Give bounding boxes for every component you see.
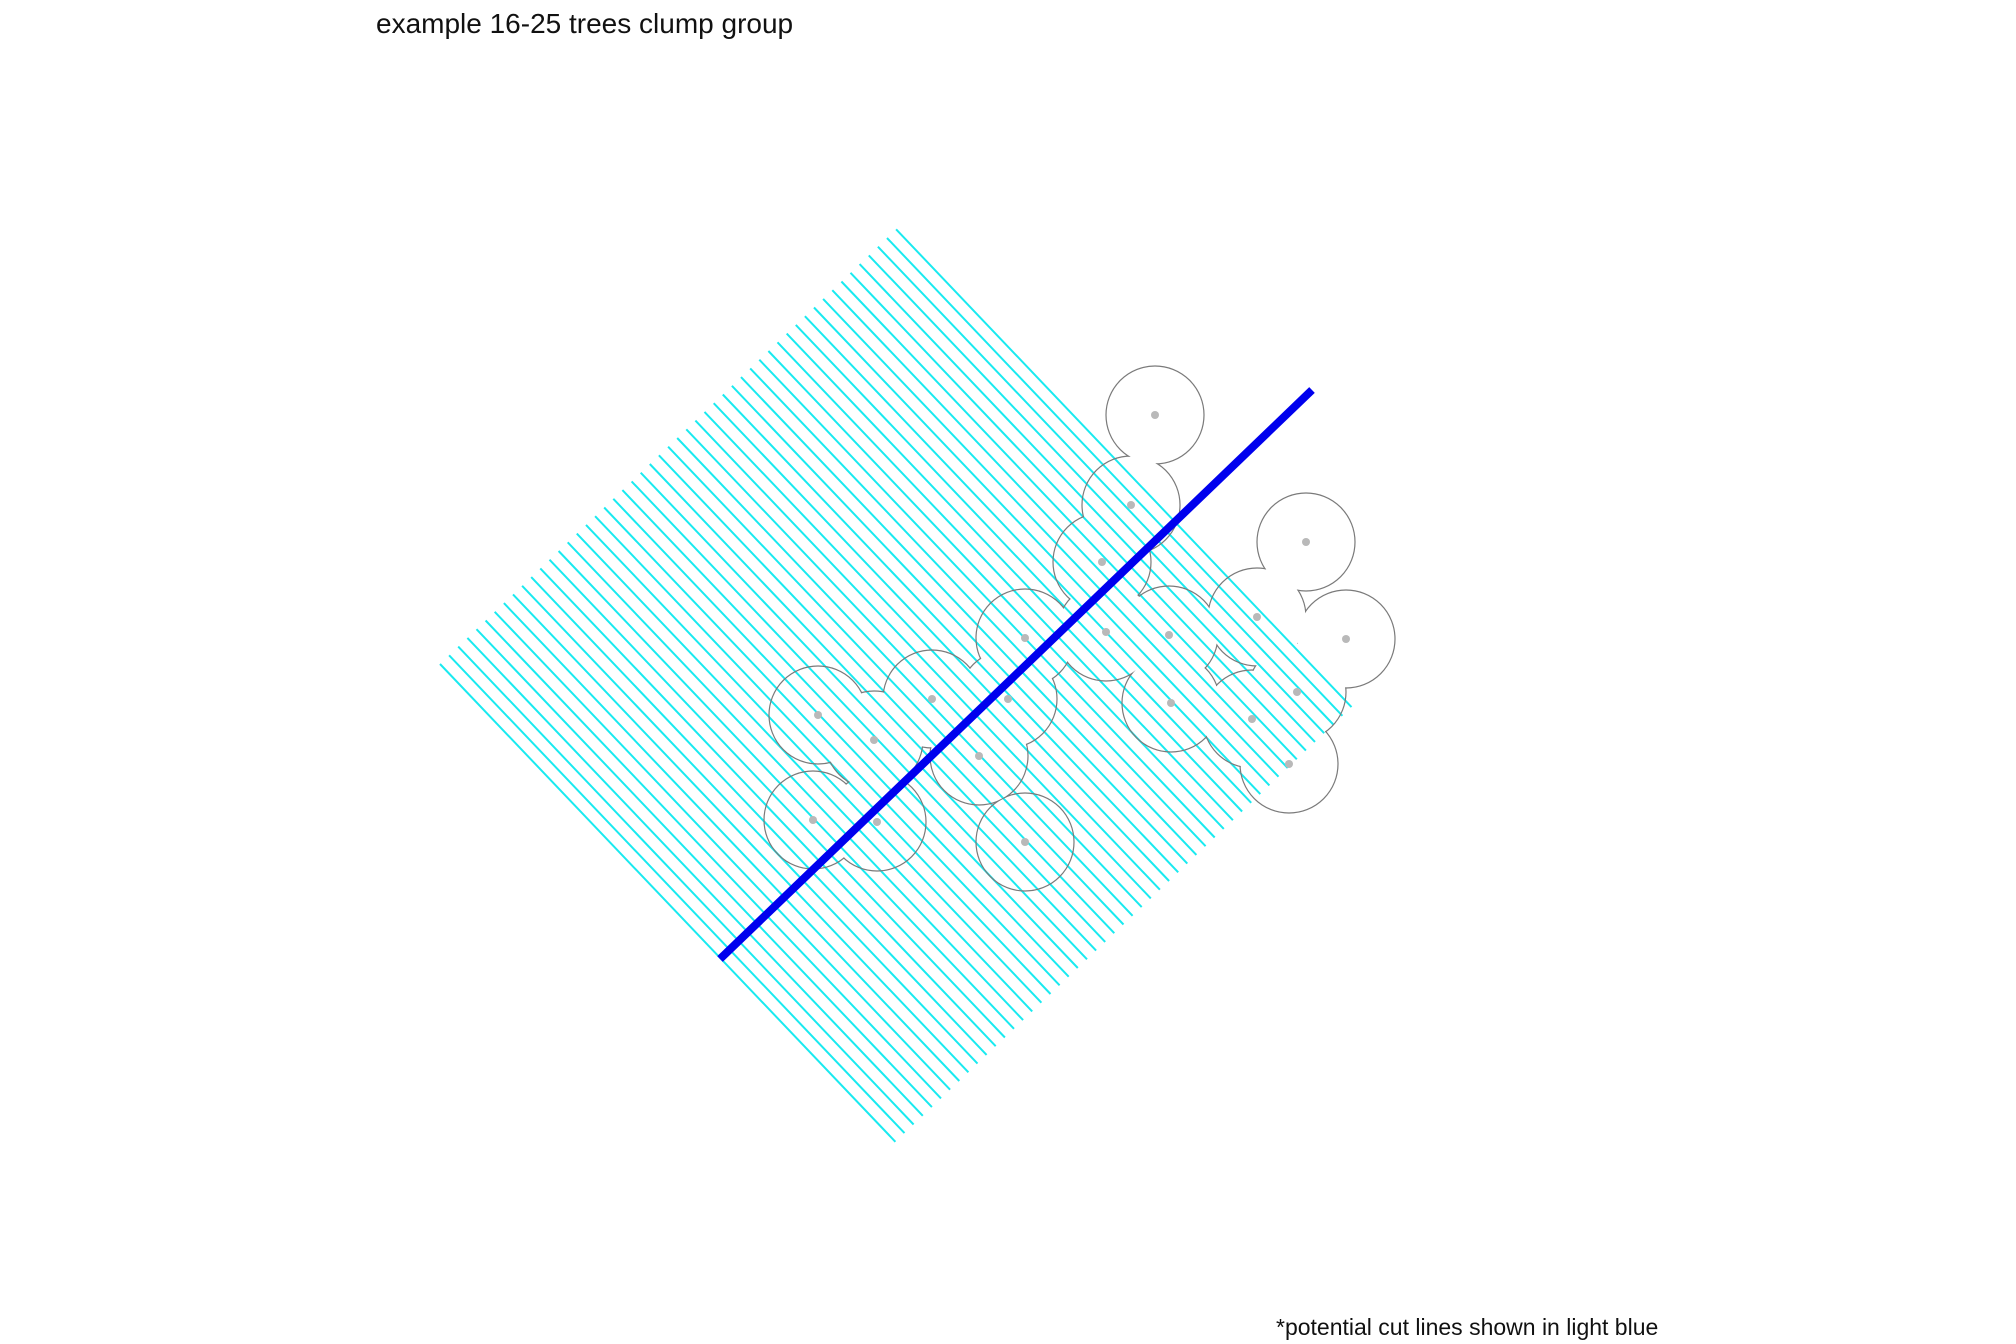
cut-line	[740, 376, 1198, 856]
diagram-title: example 16-25 trees clump group	[376, 8, 794, 39]
cut-line	[676, 437, 1134, 917]
cut-line	[576, 532, 1033, 1013]
tree-point	[1285, 760, 1293, 768]
cut-line	[658, 454, 1116, 934]
cut-line	[512, 593, 970, 1073]
tree-point	[1342, 635, 1350, 643]
tree-crown-arc	[1202, 669, 1302, 769]
cut-line	[621, 489, 1079, 969]
cut-line	[530, 576, 988, 1056]
cut-line	[685, 428, 1143, 908]
cut-line	[475, 628, 933, 1108]
cut-line	[703, 411, 1161, 891]
tree-point	[1102, 628, 1110, 636]
cut-line	[840, 280, 1298, 760]
cut-line	[548, 559, 1006, 1039]
tree-point	[1021, 634, 1029, 642]
cut-line	[804, 315, 1262, 795]
cut-line	[493, 611, 951, 1091]
tree-point	[928, 695, 936, 703]
tree-point	[1248, 715, 1256, 723]
cut-line	[484, 619, 942, 1100]
tree-point	[1151, 411, 1159, 419]
cut-line	[785, 332, 1243, 813]
tree-point	[1127, 501, 1135, 509]
tree-point	[975, 752, 983, 760]
tree-crown-arc	[1207, 567, 1307, 667]
cut-line	[795, 324, 1252, 804]
tree-point	[1021, 838, 1029, 846]
cut-line	[758, 359, 1216, 839]
cut-line	[877, 246, 1335, 726]
tree-point	[1253, 613, 1261, 621]
tree-crown-arc	[1105, 365, 1205, 465]
cut-line	[448, 654, 906, 1134]
cut-line	[822, 298, 1280, 778]
cut-line	[886, 237, 1344, 717]
tree-crown-arc	[1247, 642, 1347, 742]
cut-line	[667, 446, 1125, 926]
cut-line	[539, 567, 997, 1047]
cut-line	[557, 550, 1015, 1030]
cut-line	[566, 541, 1024, 1021]
tree-point	[1098, 558, 1106, 566]
tree-crown-arc	[1239, 714, 1339, 814]
tree-crown-arc	[824, 690, 924, 790]
tree-point	[809, 816, 817, 824]
cut-line	[457, 645, 915, 1126]
cut-line	[466, 637, 924, 1117]
cut-line	[831, 289, 1289, 769]
clump-outline	[763, 365, 1396, 892]
tree-crown-arc	[1052, 512, 1152, 612]
tree-crown-arc	[827, 772, 927, 872]
potential-cut-lines	[439, 228, 1353, 1143]
diagram-caption: *potential cut lines shown in light blue	[1276, 1314, 1659, 1340]
tree-crown-arc	[1081, 455, 1181, 555]
tree-crown-arc	[1256, 492, 1356, 592]
cut-line	[612, 498, 1070, 978]
tree-point	[873, 818, 881, 826]
cut-line	[722, 393, 1179, 873]
cut-line	[503, 602, 961, 1082]
tree-crown-arc	[1119, 585, 1219, 685]
tree-points	[809, 411, 1350, 846]
cut-line	[630, 480, 1088, 960]
tree-crown-arc	[975, 588, 1075, 688]
cut-line	[439, 663, 897, 1143]
tree-crown-arc	[975, 792, 1075, 892]
cut-line	[776, 341, 1234, 821]
tree-point	[870, 736, 878, 744]
tree-crown-arc	[1121, 653, 1221, 753]
cut-line	[603, 506, 1061, 986]
cut-line	[731, 385, 1189, 865]
cut-line	[712, 402, 1170, 882]
tree-crown-arc	[768, 665, 868, 765]
tree-point	[1302, 538, 1310, 546]
tree-point	[814, 711, 822, 719]
cut-line	[749, 367, 1207, 847]
cut-line	[895, 228, 1353, 708]
tree-crown-arc	[882, 649, 982, 749]
cut-line	[649, 463, 1106, 943]
selected-cut-line	[717, 387, 1315, 962]
cut-line	[813, 306, 1271, 787]
tree-point	[1293, 688, 1301, 696]
cut-line	[767, 350, 1225, 830]
tree-point	[1165, 631, 1173, 639]
cut-line	[594, 515, 1052, 995]
cut-line	[694, 419, 1152, 900]
cut-line	[639, 472, 1097, 952]
cut-line	[521, 585, 979, 1065]
tree-crown-arc	[958, 649, 1058, 749]
tree-point	[1004, 695, 1012, 703]
tree-point	[1167, 699, 1175, 707]
cut-line	[868, 254, 1325, 734]
cut-line	[849, 272, 1307, 752]
